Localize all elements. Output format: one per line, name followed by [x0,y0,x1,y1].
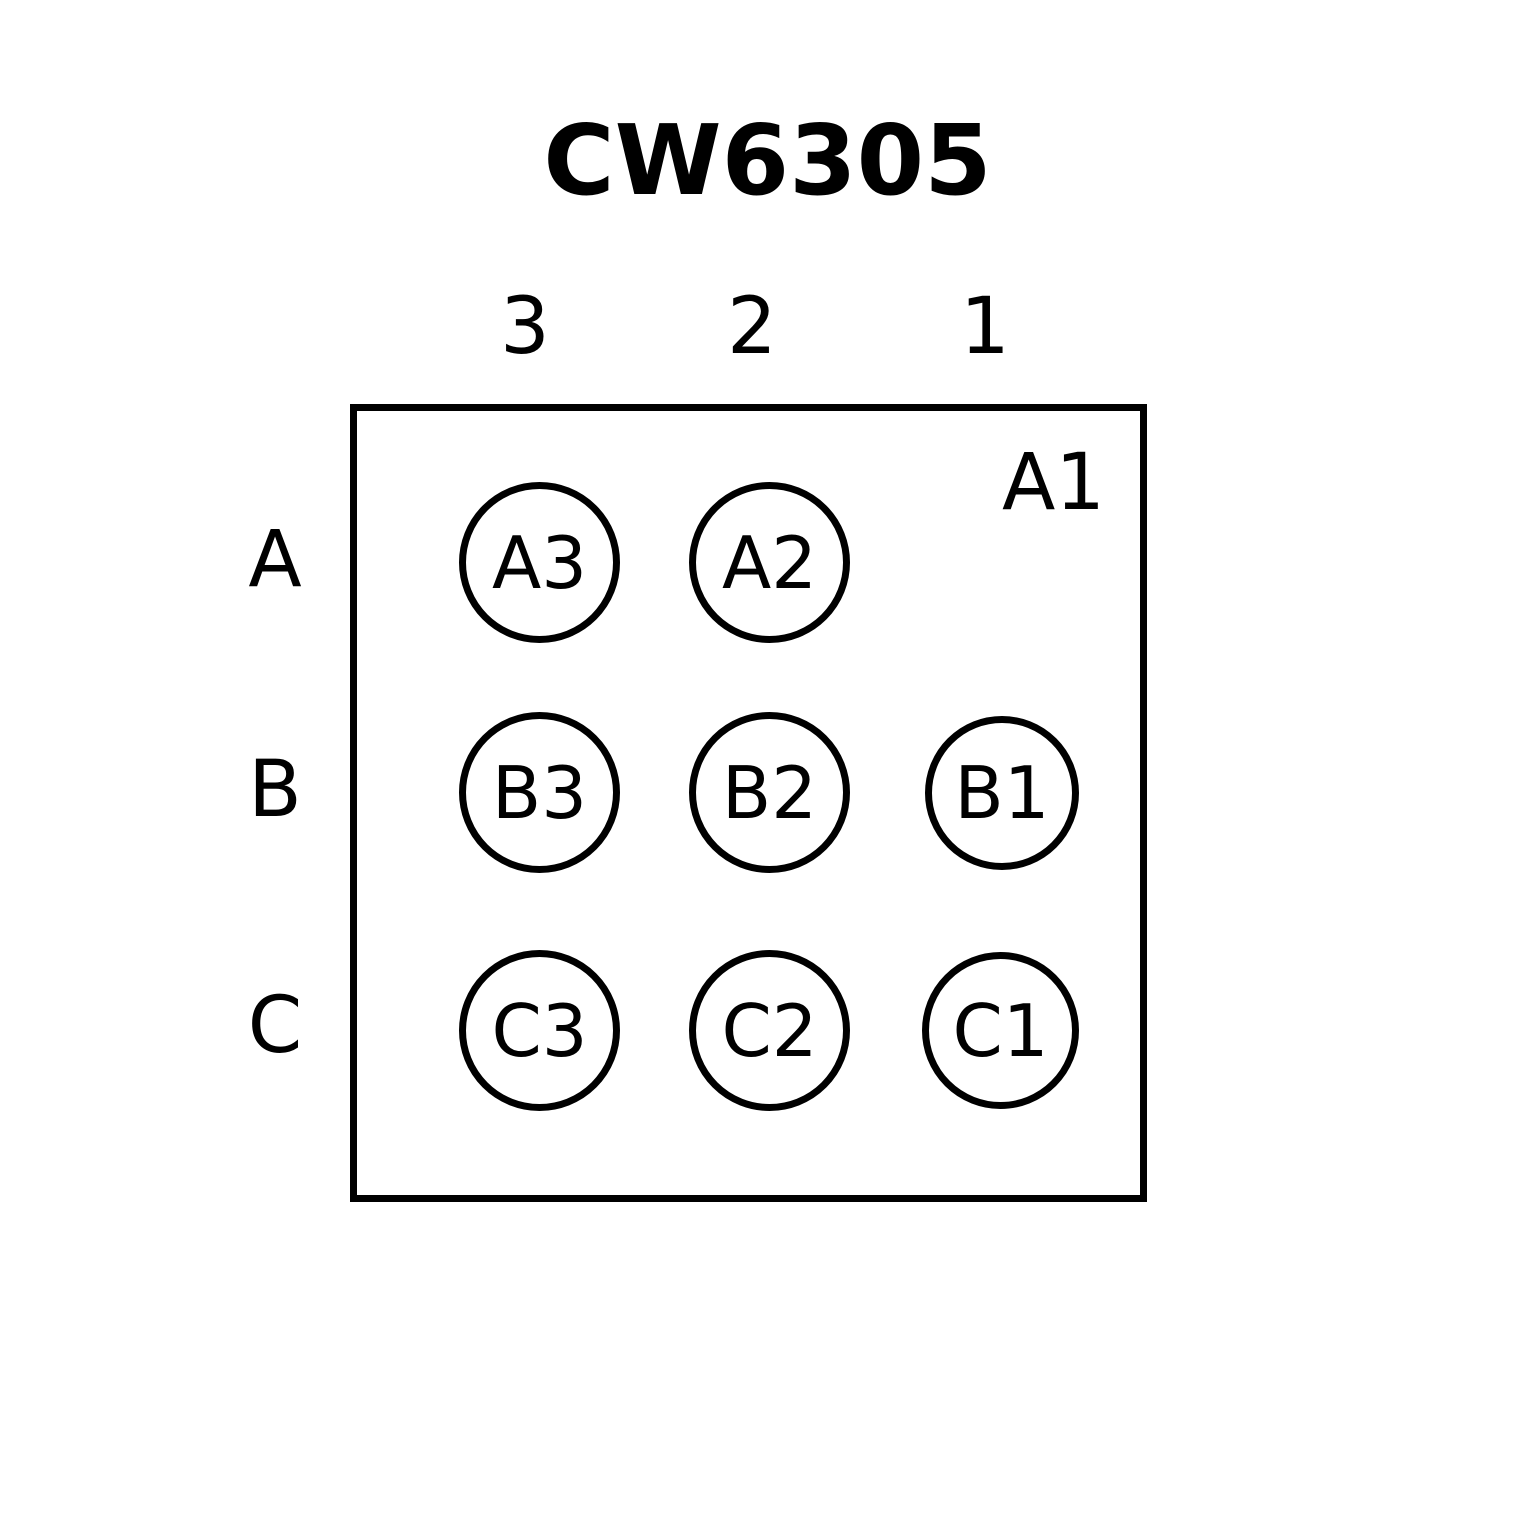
column-header-1: 1 [960,282,1010,372]
row-header-c: C [247,981,303,1071]
column-header-3: 3 [500,282,550,372]
pad-a3[interactable]: A3 [459,482,620,643]
pad-c1[interactable]: C1 [922,952,1079,1109]
column-header-2: 2 [727,282,777,372]
pad-c3[interactable]: C3 [459,950,620,1111]
pad-c3-label: C3 [491,988,588,1073]
pad-b1-label: B1 [954,751,1050,835]
row-header-b: B [248,745,302,835]
pad-b3[interactable]: B3 [459,712,620,873]
pad-b2-label: B2 [721,750,818,835]
a1-corner-marker: A1 [1002,438,1105,528]
row-header-column: A B C [210,404,340,1202]
column-header-row: 3 2 1 [350,288,1147,368]
page-title: CW6305 [543,104,992,217]
pad-b1[interactable]: B1 [925,716,1079,870]
pad-b3-label: B3 [491,750,588,835]
pad-c2-label: C2 [721,988,818,1073]
package-outline: A1 A3 A2 B3 B2 B1 C3 C2 C1 [350,404,1147,1202]
pad-a2[interactable]: A2 [689,482,850,643]
pad-c2[interactable]: C2 [689,950,850,1111]
pad-a2-label: A2 [721,520,818,605]
row-header-a: A [248,515,302,605]
pad-a3-label: A3 [491,520,588,605]
pad-b2[interactable]: B2 [689,712,850,873]
pad-c1-label: C1 [952,988,1049,1073]
